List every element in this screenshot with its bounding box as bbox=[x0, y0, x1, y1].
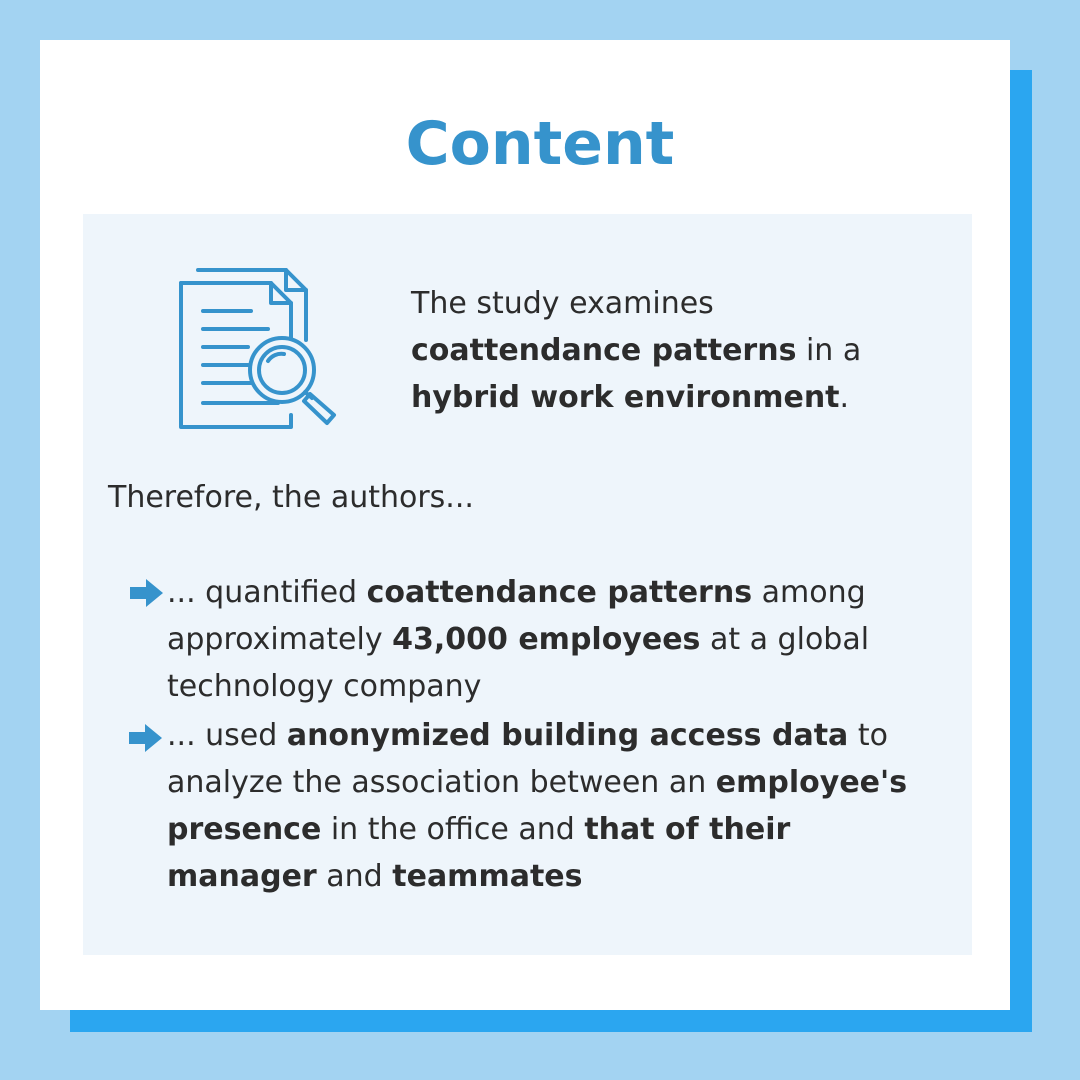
arrow-right-icon bbox=[129, 724, 162, 752]
arrow-right-icon bbox=[130, 579, 163, 607]
page-title: Content bbox=[405, 109, 675, 179]
therefore-text: Therefore, the authors... bbox=[108, 480, 474, 515]
document-search-icon bbox=[179, 268, 336, 429]
intro-text: The study examines coattendance patterns… bbox=[411, 286, 862, 415]
content-panel bbox=[83, 214, 972, 955]
list-item: ... used anonymized building access data… bbox=[167, 718, 908, 894]
list-item: ... quantified coattendance patterns amo… bbox=[167, 575, 870, 704]
